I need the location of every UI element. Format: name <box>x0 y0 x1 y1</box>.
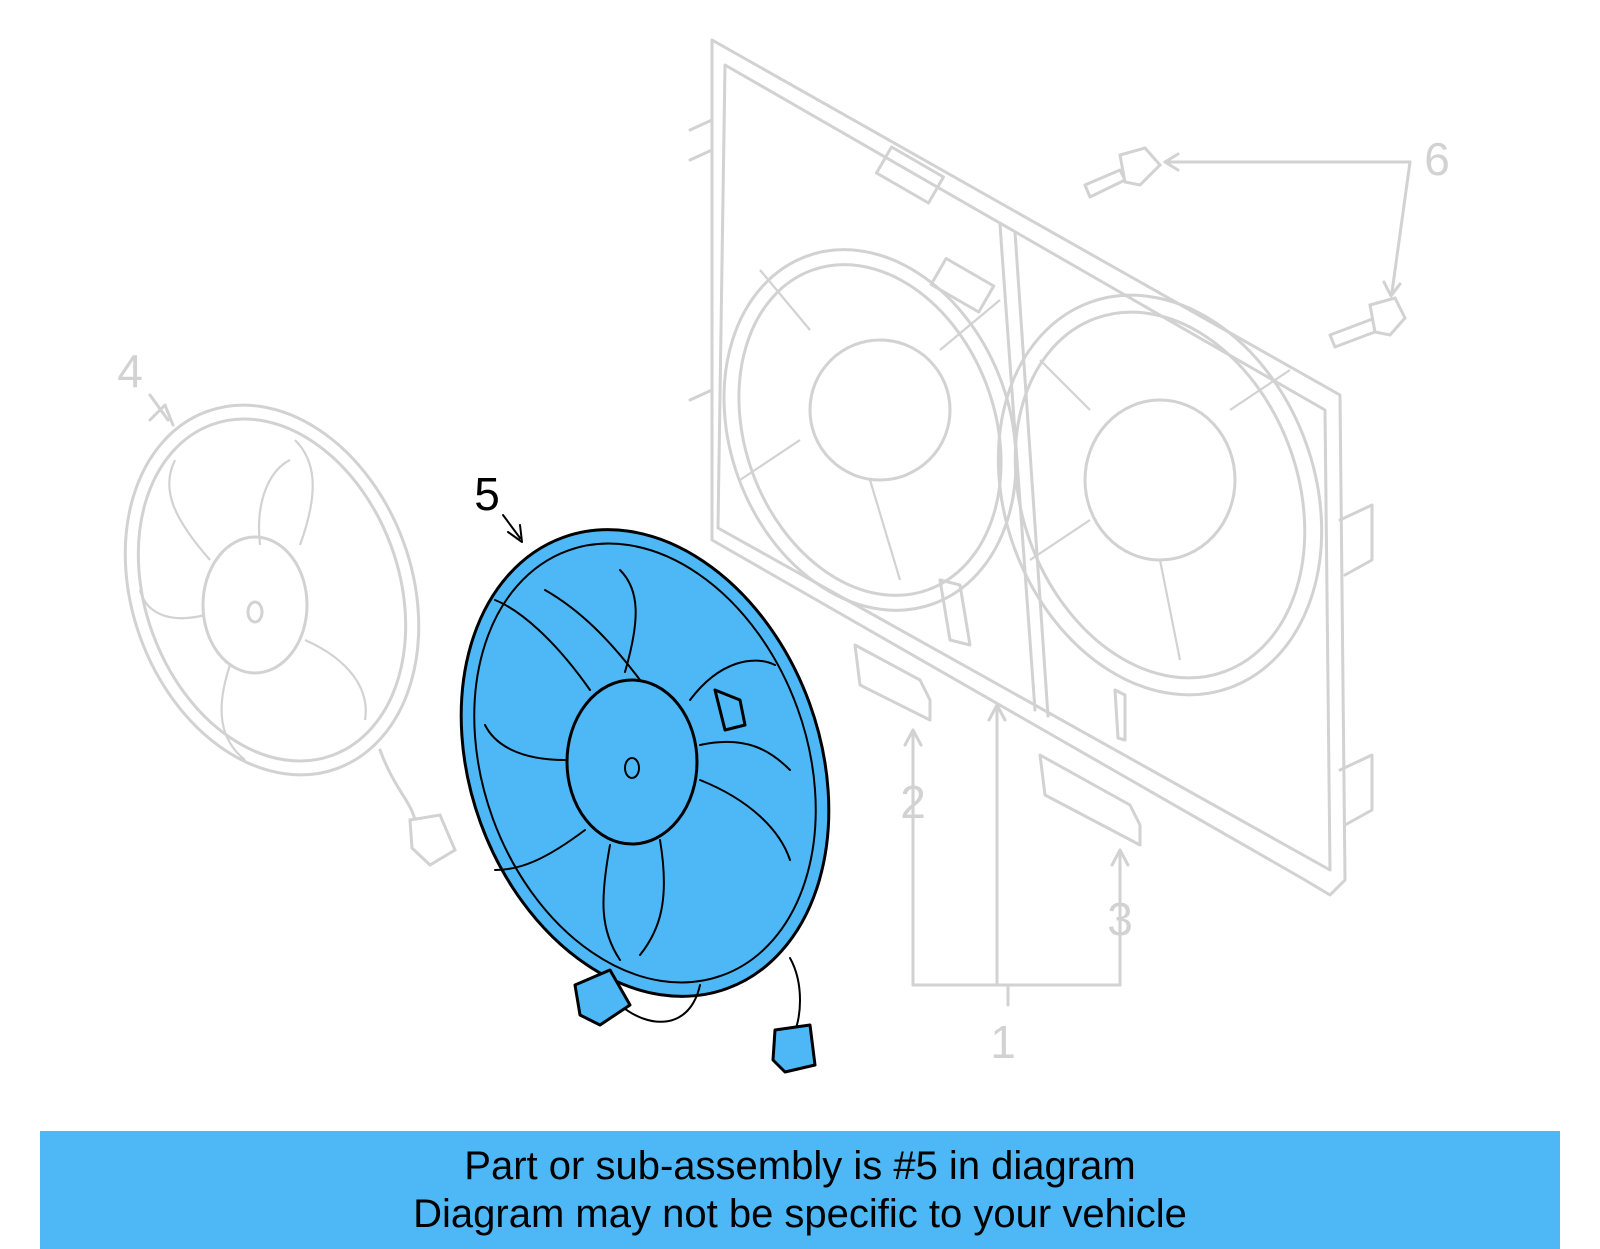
fan-assembly-part-4 <box>123 393 457 867</box>
callout-2: 2 <box>900 776 926 828</box>
callout-4: 4 <box>117 345 143 397</box>
bolts-part-6 <box>1083 146 1412 349</box>
grommet-part-3 <box>1038 753 1142 847</box>
callout-6: 6 <box>1424 133 1450 185</box>
info-banner: Part or sub-assembly is #5 in diagram Di… <box>40 1131 1560 1249</box>
fan-shroud-part-1 <box>688 38 1374 897</box>
banner-line-2: Diagram may not be specific to your vehi… <box>413 1192 1187 1236</box>
callout-bracket-1-2-3 <box>903 703 1130 1007</box>
callout-5: 5 <box>474 468 500 520</box>
callout-3: 3 <box>1107 893 1133 945</box>
grommet-part-2 <box>853 643 932 722</box>
fan-motor-part-5 <box>459 514 831 1074</box>
callout-1: 1 <box>990 1016 1016 1068</box>
banner-line-1: Part or sub-assembly is #5 in diagram <box>464 1144 1136 1188</box>
